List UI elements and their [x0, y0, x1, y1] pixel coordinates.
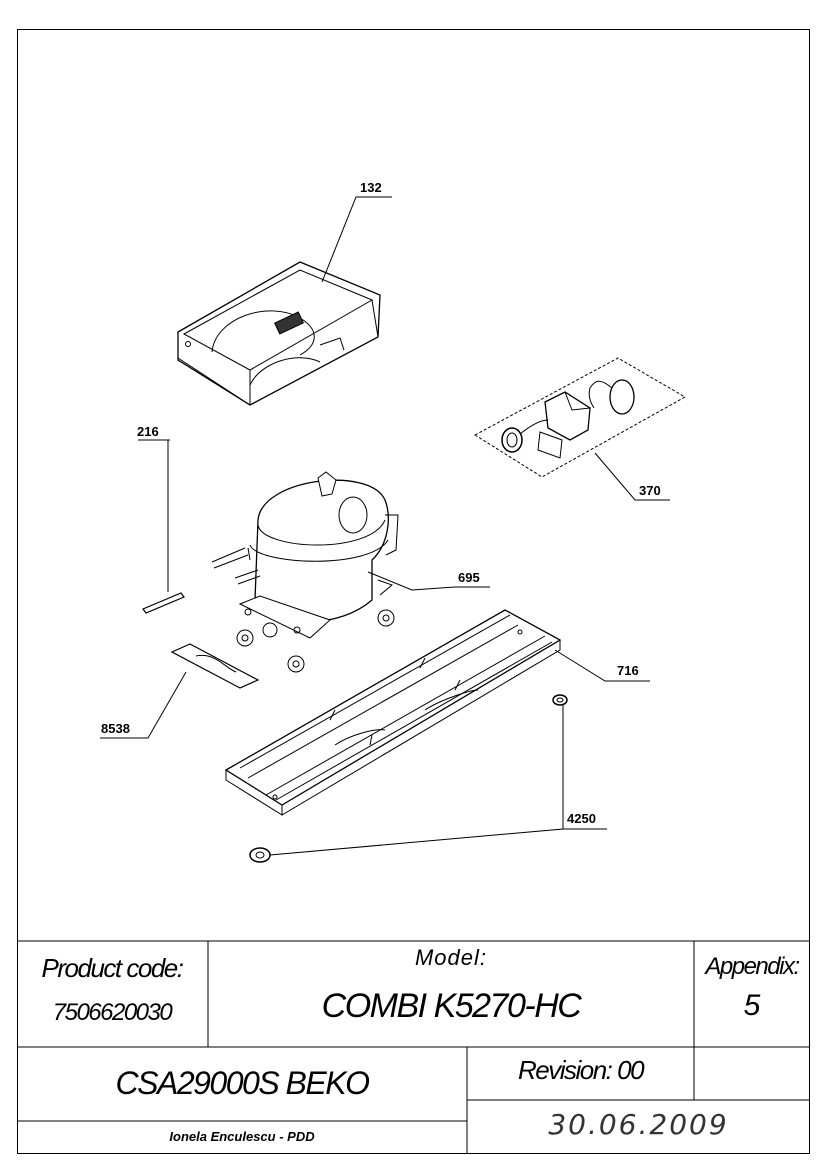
- compressor-code-cell: CSA29000S BEKO: [17, 1047, 467, 1121]
- part-label-716: 716: [617, 663, 639, 678]
- electrical-kit-part: [474, 357, 687, 478]
- rod-part: [142, 592, 185, 614]
- product-code-label: Product code:: [41, 953, 184, 983]
- part-label-4250: 4250: [567, 811, 596, 826]
- author-value: Ionela Enculescu - PDD: [169, 1129, 315, 1144]
- part-label-8538: 8538: [101, 721, 130, 736]
- leader-lines: [100, 196, 670, 856]
- part-label-695: 695: [458, 570, 480, 585]
- appendix-label: Appendix:: [705, 953, 800, 980]
- appendix-cell: Appendix: 5: [694, 941, 810, 1047]
- model-label: Model:: [414, 945, 488, 970]
- base-rail-part: [224, 609, 562, 816]
- flat-bracket-part: [170, 643, 260, 689]
- product-code-cell: Product code: 7506620030: [17, 941, 208, 1047]
- compressor-part: [211, 471, 399, 673]
- part-label-216: 216: [137, 424, 159, 439]
- drawing-sheet: [17, 29, 810, 1154]
- revision-value: Revision: 00: [517, 1055, 645, 1085]
- compressor-code: CSA29000S BEKO: [115, 1065, 370, 1101]
- date-value: 30.06.2009: [548, 1108, 729, 1141]
- author-cell: Ionela Enculescu - PDD: [17, 1121, 467, 1154]
- product-code-value: 7506620030: [52, 999, 173, 1026]
- compressor-tray-part: [177, 261, 381, 406]
- title-block-grid: [17, 940, 810, 1154]
- part-label-370: 370: [639, 483, 661, 498]
- revision-cell: Revision: 00: [467, 1047, 694, 1100]
- date-cell: 30.06.2009: [467, 1100, 810, 1154]
- appendix-value: 5: [743, 989, 761, 1022]
- model-value: COMBI K5270-HC: [321, 987, 582, 1025]
- part-label-132: 132: [360, 180, 382, 195]
- model-cell: Model: COMBI K5270-HC: [208, 941, 694, 1047]
